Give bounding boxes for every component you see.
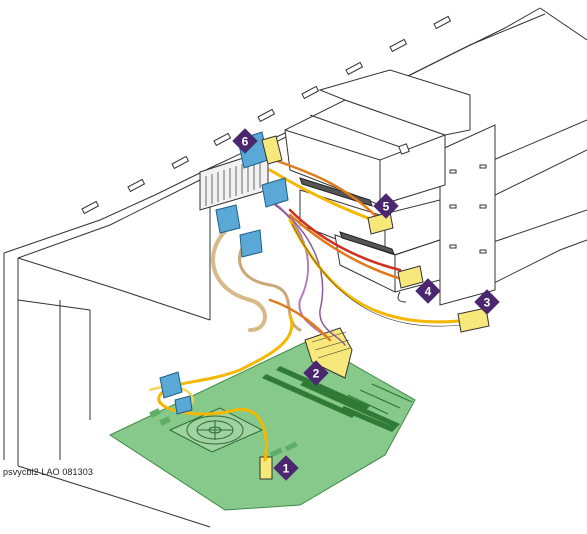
callout-2: 2 [303, 360, 329, 386]
drive-cage [284, 69, 496, 306]
drive-power-connectors [261, 135, 490, 333]
expansion-slots [262, 366, 400, 432]
callout-5: 5 [373, 193, 399, 219]
callout-4-label: 4 [425, 285, 432, 299]
connector-3-plug [457, 307, 490, 333]
connector-4-plug [397, 265, 424, 289]
figure-caption: psvycbl2 LAO 081303 [3, 467, 93, 477]
callout-3: 3 [474, 289, 500, 315]
callout-1-label: 1 [283, 462, 290, 476]
connector-6-plug [261, 135, 283, 165]
chassis-outline [3, 7, 587, 528]
callout-1: 1 [273, 455, 299, 481]
callout-4: 4 [415, 278, 441, 304]
vent-slots [81, 15, 452, 215]
motherboard [108, 327, 416, 511]
callout-5-label: 5 [383, 200, 390, 214]
cable-clips [159, 131, 289, 415]
callout-6-label: 6 [242, 135, 249, 149]
callout-2-label: 2 [313, 367, 320, 381]
callout-3-label: 3 [484, 296, 491, 310]
